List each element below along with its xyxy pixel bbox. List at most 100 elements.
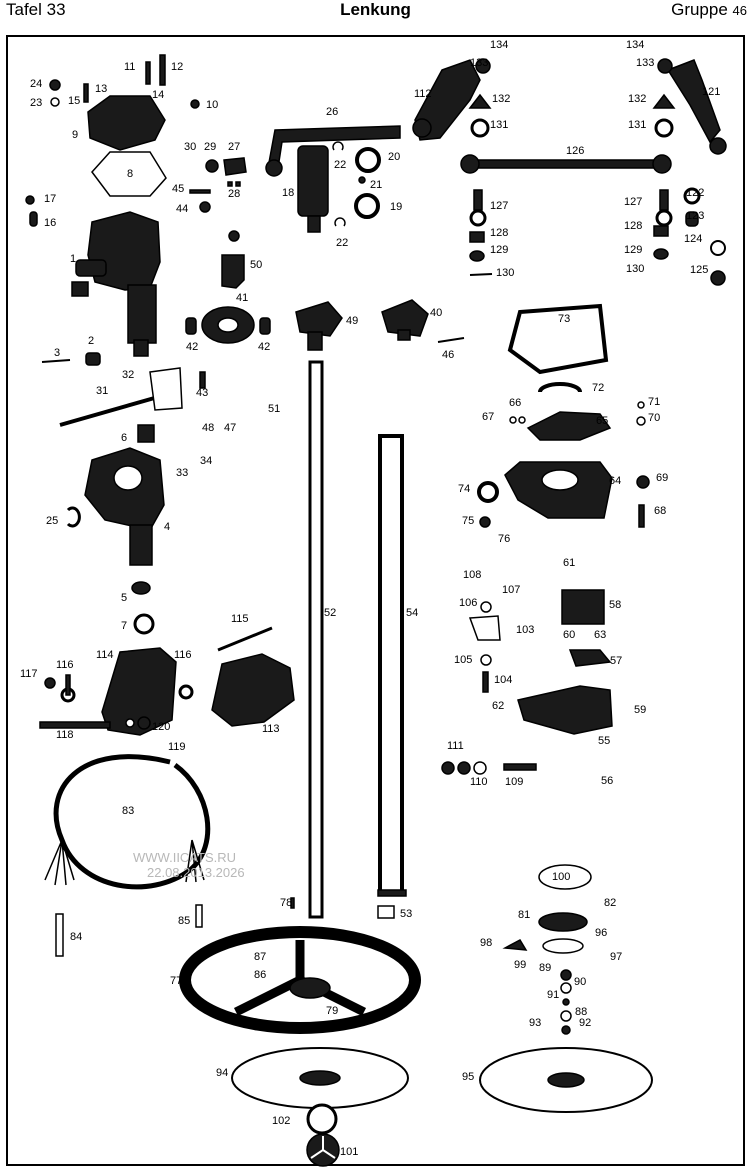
part-number-label: 30 [184, 141, 196, 153]
housing-cover [87, 95, 166, 151]
part-number-label: 112 [414, 88, 432, 100]
steering-tube [377, 434, 407, 897]
cover-gasket [91, 151, 167, 197]
part-number-label: 115 [231, 613, 249, 625]
part-number-label: 15 [68, 95, 80, 107]
part-number-label: 65 [596, 415, 608, 427]
part-number-label: 91 [547, 989, 559, 1001]
part-number-label: 66 [509, 397, 521, 409]
part-number-label: 6 [121, 432, 127, 444]
watermark-line-1: WWW.IICATS.RU [133, 850, 236, 865]
part-number-label: 45 [172, 183, 184, 195]
part-number-label: 134 [626, 39, 644, 51]
steering-knuckle-right [211, 626, 295, 727]
tie-rod-assembly [412, 58, 727, 286]
part-number-label: 57 [610, 655, 622, 667]
part-number-label: 116 [174, 649, 192, 661]
part-number-label: 25 [46, 515, 58, 527]
part-number-label: 110 [470, 776, 488, 788]
steering-wheel [179, 926, 421, 1034]
part-number-label: 28 [228, 188, 240, 200]
part-number-label: 29 [204, 141, 216, 153]
part-number-label: 42 [186, 341, 198, 353]
part-number-label: 134 [490, 39, 508, 51]
part-number-label: 120 [152, 721, 170, 733]
part-number-label: 106 [459, 597, 477, 609]
sector-shaft-assembly [265, 125, 401, 233]
part-number-label: 73 [558, 313, 570, 325]
part-number-label: 118 [56, 729, 74, 741]
part-number-label: 132 [492, 93, 510, 105]
worm-gear-parts [205, 157, 247, 187]
horn-ring-right-hub [547, 1072, 585, 1088]
steering-gear-housing [71, 211, 161, 357]
part-number-label: 27 [228, 141, 240, 153]
part-number-label: 87 [254, 951, 266, 963]
valve-block [441, 589, 613, 775]
part-number-label: 89 [539, 962, 551, 974]
part-number-label: 90 [574, 976, 586, 988]
part-number-label: 49 [346, 315, 358, 327]
part-number-label: 104 [494, 674, 512, 686]
part-number-label: 108 [463, 569, 481, 581]
part-number-label: 42 [258, 341, 270, 353]
part-number-label: 71 [648, 396, 660, 408]
part-number-label: 125 [690, 264, 708, 276]
part-number-label: 31 [96, 385, 108, 397]
nut [228, 230, 240, 242]
part-number-label: 13 [95, 83, 107, 95]
part-number-label: 103 [516, 624, 534, 636]
part-number-label: 123 [686, 210, 704, 222]
part-number-label: 24 [30, 78, 42, 90]
part-number-label: 83 [122, 805, 134, 817]
part-number-label: 129 [624, 244, 642, 256]
part-number-label: 105 [454, 654, 472, 666]
part-number-label: 69 [656, 472, 668, 484]
part-number-label: 11 [124, 61, 135, 73]
cap [377, 905, 395, 919]
part-number-label: 119 [168, 741, 186, 753]
part-number-label: 7 [121, 620, 127, 632]
part-number-label: 22 [334, 159, 346, 171]
sleeve [195, 904, 203, 928]
part-number-label: 101 [340, 1146, 358, 1158]
part-number-label: 114 [96, 649, 114, 661]
small-fasteners [25, 54, 211, 227]
part-number-label: 17 [44, 193, 56, 205]
part-number-label: 131 [490, 119, 508, 131]
part-number-label: 20 [388, 151, 400, 163]
part-number-label: 111 [447, 740, 464, 752]
key [290, 897, 295, 909]
part-number-label: 124 [684, 233, 702, 245]
part-number-label: 100 [552, 871, 570, 883]
part-number-label: 131 [628, 119, 646, 131]
seal [306, 1103, 338, 1135]
group-number: Gruppe 46 [671, 0, 747, 21]
part-number-label: 121 [702, 86, 720, 98]
part-number-label: 14 [152, 89, 164, 101]
part-number-label: 44 [176, 203, 188, 215]
part-number-label: 133 [636, 57, 654, 69]
part-number-label: 47 [224, 422, 236, 434]
part-number-label: 19 [390, 201, 402, 213]
part-number-label: 94 [216, 1067, 228, 1079]
plate-number: Tafel 33 [6, 0, 66, 19]
part-number-label: 16 [44, 217, 56, 229]
part-number-label: 127 [490, 200, 508, 212]
part-number-label: 130 [496, 267, 514, 279]
part-number-label: 50 [250, 259, 262, 271]
pump-plate [477, 382, 650, 528]
part-number-label: 34 [200, 455, 212, 467]
diagram-frame [6, 35, 745, 1166]
gasket [507, 303, 609, 375]
part-number-label: 122 [686, 187, 704, 199]
part-number-label: 98 [480, 937, 492, 949]
horn-cable [44, 754, 211, 890]
part-number-label: 23 [30, 97, 42, 109]
part-number-label: 41 [236, 292, 248, 304]
horn-ring-hub [299, 1070, 341, 1086]
part-number-label: 76 [498, 533, 510, 545]
part-number-label: 72 [592, 382, 604, 394]
